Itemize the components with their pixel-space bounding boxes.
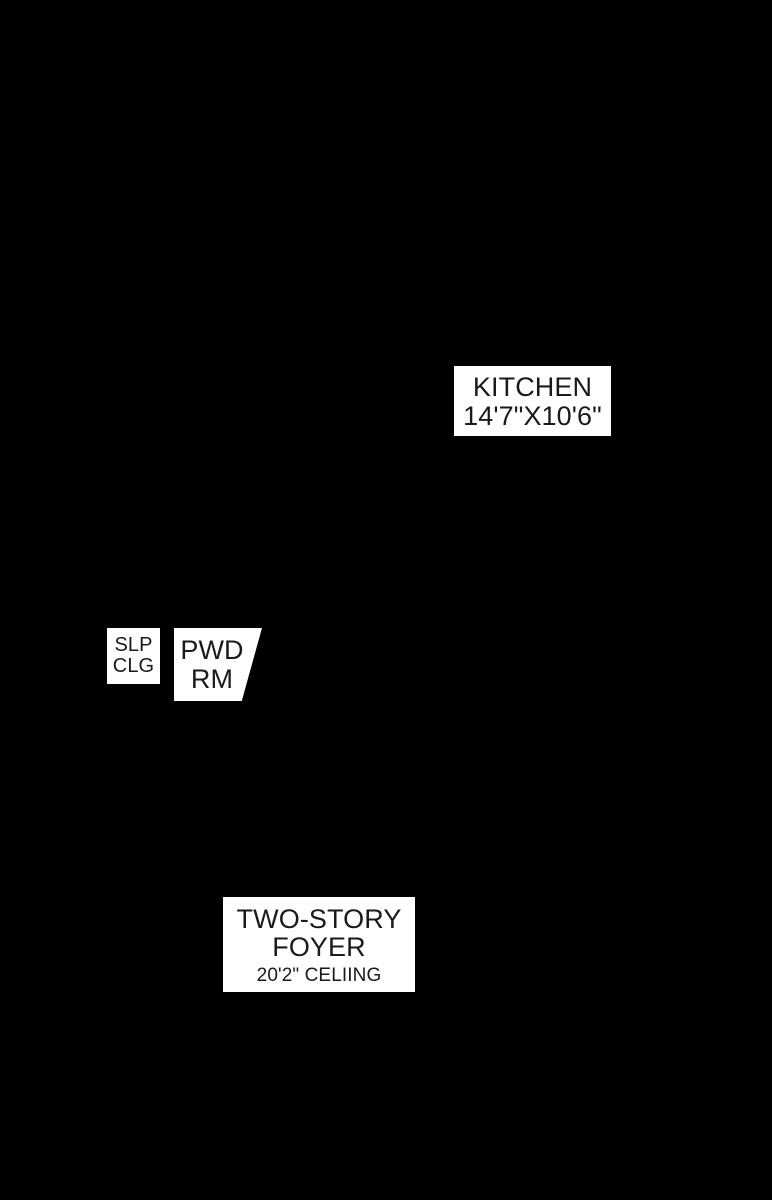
room-label-foyer-name: TWO-STORY bbox=[236, 903, 402, 934]
room-label-slp-clg-dimensions: CLG bbox=[112, 655, 155, 677]
room-label-foyer-dimensions: FOYER bbox=[272, 932, 366, 963]
room-label-foyer[interactable]: TWO-STORY FOYER 20'2" CELIING bbox=[223, 897, 415, 992]
room-label-pwd-rm-dimensions: RM bbox=[190, 663, 234, 694]
room-label-kitchen[interactable]: KITCHEN 14'7"X10'6" bbox=[454, 366, 611, 436]
room-label-kitchen-name: KITCHEN bbox=[472, 372, 593, 403]
room-label-slp-clg[interactable]: SLP CLG bbox=[107, 628, 160, 684]
room-label-pwd-rm[interactable]: PWD RM bbox=[174, 628, 262, 701]
room-label-pwd-rm-name: PWD bbox=[180, 635, 244, 666]
room-label-foyer-note: 20'2" CELIING bbox=[256, 965, 382, 987]
room-label-slp-clg-name: SLP bbox=[114, 634, 153, 656]
room-label-kitchen-dimensions: 14'7"X10'6" bbox=[463, 400, 602, 431]
